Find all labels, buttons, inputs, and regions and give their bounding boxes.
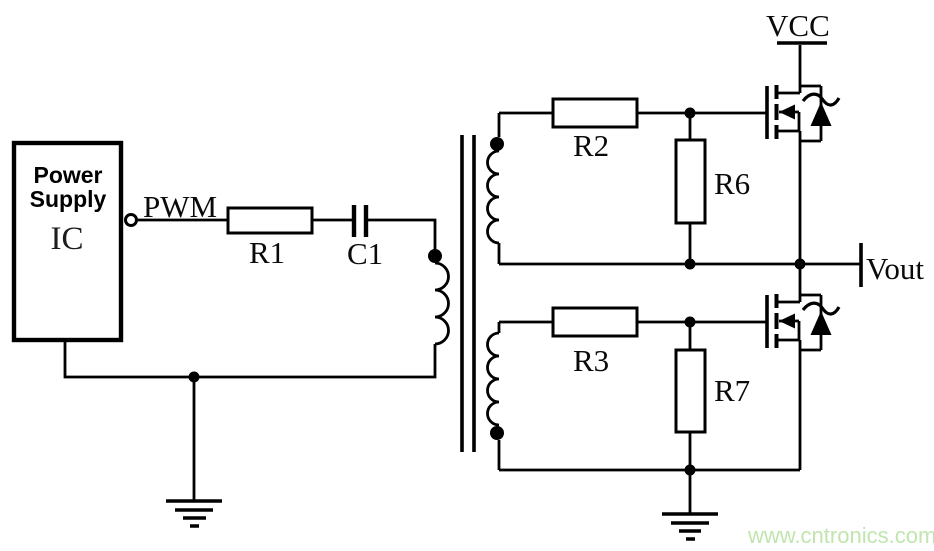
ground-right-bars — [662, 512, 718, 541]
junction-dots — [188, 107, 806, 476]
junction-dot — [684, 258, 696, 270]
q1-arrow — [779, 104, 795, 120]
ic-label-line1: Power — [33, 162, 102, 188]
ground-left — [166, 499, 222, 528]
primary-winding — [434, 261, 450, 346]
secondary-bottom-polarity-dot — [490, 426, 504, 440]
ic-label-line2: Supply — [30, 186, 107, 212]
r1-body — [226, 206, 314, 235]
q1-body-diode — [810, 102, 832, 126]
wire — [499, 111, 861, 266]
q1-diode-cathode — [801, 92, 841, 107]
secondary-top-polarity-dot — [490, 137, 504, 151]
pwm-net-label: PWM — [143, 189, 217, 224]
watermark: www.cntronics.com — [747, 523, 934, 548]
ic-outline — [11, 140, 124, 343]
power-supply-ic: Power Supply IC — [11, 140, 138, 343]
r3-label: R3 — [573, 343, 609, 378]
vout-terminal: Vout — [859, 243, 924, 287]
transformer-core — [460, 135, 476, 452]
junction-dot — [684, 316, 696, 328]
junction-dot — [794, 258, 806, 270]
primary-side-wires — [63, 218, 437, 501]
vcc-rail: VCC — [766, 8, 830, 93]
r1-label: R1 — [249, 235, 285, 270]
vout-label: Vout — [866, 251, 924, 286]
ic-label-line3: IC — [51, 221, 84, 257]
c1-plates — [351, 205, 369, 237]
r7-label: R7 — [714, 373, 750, 408]
bottom-secondary-network: R3 R7 — [499, 306, 800, 514]
c1-label: C1 — [347, 236, 383, 271]
q2-leads — [778, 264, 802, 470]
junction-dot — [188, 371, 200, 383]
r7-body — [674, 348, 707, 434]
r2-body — [551, 97, 639, 129]
junction-dot — [684, 107, 696, 119]
ground-right — [662, 512, 718, 541]
capacitor-c1: C1 — [347, 205, 383, 271]
transformer — [428, 113, 504, 470]
ground-left-bars — [166, 499, 222, 528]
q2-body-diode — [810, 311, 832, 335]
vcc-label: VCC — [766, 8, 830, 43]
mosfet-q2 — [765, 264, 841, 470]
primary-polarity-dot — [428, 249, 442, 263]
top-secondary-network: R2 R6 — [499, 97, 861, 266]
r2-label: R2 — [573, 128, 609, 163]
secondary-top-winding — [486, 113, 501, 264]
q2-arrow — [779, 313, 795, 329]
mosfet-q1 — [765, 84, 841, 264]
resistor-r1: R1 — [226, 206, 314, 270]
pwm-output-terminal — [124, 213, 138, 227]
r3-body — [551, 306, 639, 338]
wire — [499, 320, 800, 514]
r6-body — [674, 138, 707, 225]
secondary-bottom-winding — [486, 322, 501, 470]
q1-leads — [778, 91, 802, 264]
q2-diode-cathode — [801, 301, 841, 316]
r6-label: R6 — [714, 166, 750, 201]
junction-dot — [684, 464, 696, 476]
wire — [63, 218, 437, 501]
